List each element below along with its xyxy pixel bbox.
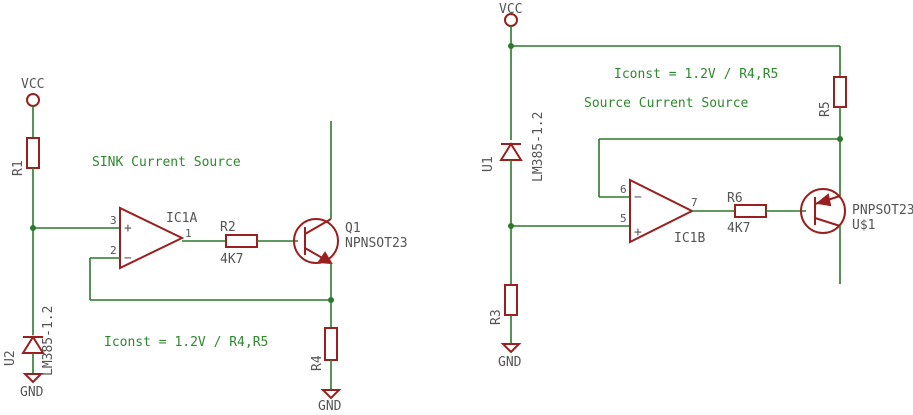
pnp-value: PNPSOT23: [852, 203, 913, 218]
u2-label: U2: [3, 350, 18, 366]
vcc-terminal-left: [26, 93, 40, 107]
diode-u1: [499, 142, 523, 161]
opamp-minus-sign: −: [124, 251, 132, 266]
opamp-ic1a: [119, 206, 185, 270]
r2-label: R2: [220, 220, 236, 235]
junction-left-ref: [30, 225, 36, 231]
source-formula-note: Iconst = 1.2V / R4,R5: [614, 67, 778, 82]
pnp-ref: U$1: [852, 218, 875, 233]
ic1a-label: IC1A: [166, 211, 197, 226]
opamp-ic1b: [629, 178, 695, 244]
r3-label: R3: [489, 309, 504, 325]
vcc-label-right: VCC: [499, 2, 522, 17]
pin-plus-left: 3: [110, 214, 117, 227]
transistor-pnp: [800, 188, 846, 234]
sink-title-note: SINK Current Source: [92, 155, 241, 170]
resistor-r1: [26, 137, 40, 169]
gnd-symbol-r4: [320, 389, 342, 400]
junction-left-emitter: [328, 297, 334, 303]
source-circuit: VCC U1 LM385-1.2 R3 GND R5 − + IC1B: [481, 2, 913, 370]
opamp-plus-sign-right: +: [634, 225, 642, 240]
u1-label: U1: [481, 156, 496, 172]
gnd-label-u2: GND: [20, 385, 44, 400]
resistor-r6: [734, 204, 767, 218]
q1-arrow: [317, 251, 333, 265]
r2-value: 4K7: [220, 252, 243, 267]
r4-label: R4: [310, 355, 325, 371]
diode-u2: [21, 335, 45, 354]
source-title-note: Source Current Source: [584, 96, 749, 111]
ic1b-label: IC1B: [674, 231, 705, 246]
pin-out-left: 1: [185, 227, 192, 240]
resistor-r4: [324, 327, 338, 361]
sink-formula-note: Iconst = 1.2V / R4,R5: [104, 335, 268, 350]
r1-label: R1: [11, 160, 26, 176]
u1-value: LM385-1.2: [531, 112, 546, 182]
pin-minus-right: 6: [620, 183, 627, 196]
resistor-r5: [833, 76, 847, 108]
gnd-label-r4: GND: [318, 399, 342, 414]
resistor-r2: [225, 234, 258, 248]
opamp-minus-sign-right: −: [634, 190, 642, 205]
q1-collector: [304, 218, 332, 235]
r6-label: R6: [727, 191, 743, 206]
r5-label: R5: [818, 101, 833, 117]
gnd-symbol-u2: [22, 373, 44, 384]
transistor-q1: [293, 218, 339, 264]
pin-out-right: 7: [691, 196, 698, 209]
vcc-label-left: VCC: [21, 77, 44, 92]
q1-value: NPNSOT23: [345, 236, 408, 251]
pin-plus-right: 5: [620, 212, 627, 225]
opamp-plus-sign: +: [124, 221, 132, 236]
u2-value: LM385-1.2: [41, 306, 56, 376]
resistor-r3: [504, 284, 518, 316]
gnd-label-right: GND: [498, 355, 522, 370]
pin-minus-left: 2: [110, 244, 117, 257]
pnp-collector: [814, 217, 841, 227]
gnd-symbol-right: [500, 343, 522, 354]
r6-value: 4K7: [727, 221, 750, 236]
pnp-arrow: [815, 193, 832, 207]
q1-label: Q1: [345, 221, 361, 236]
sink-circuit: VCC R1 U2 LM385-1.2 GND + − IC1A 3 2 1: [3, 77, 408, 414]
